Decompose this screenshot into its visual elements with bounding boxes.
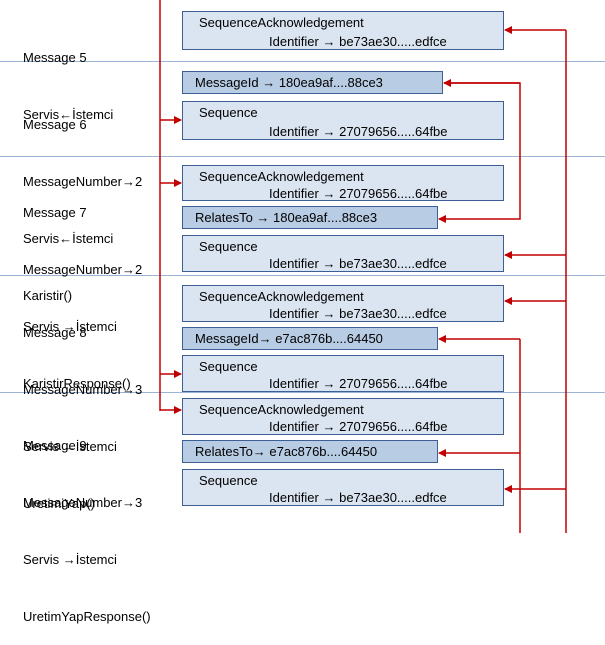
box-text: RelatesTo → 180ea9af....88ce3	[195, 210, 378, 225]
m7-relatesto-box: RelatesTo → 180ea9af....88ce3	[182, 206, 438, 229]
m6-messageid-box: MessageId → 180ea9af....88ce3	[182, 71, 443, 94]
label-line: KaristirResponse()	[23, 376, 131, 391]
separator	[0, 392, 605, 393]
box-identifier: Identifier → be73ae30.....edfce	[269, 490, 447, 505]
arrow-lines	[159, 0, 567, 533]
box-text: MessageId→ e7ac876b....64450	[195, 331, 383, 346]
messageid-relatesto-arrow-1	[438, 82, 521, 223]
label-line: Servis ←İstemci	[23, 439, 117, 454]
m8-messageid-box: MessageId→ e7ac876b....64450	[182, 327, 438, 350]
label-line: UretimiYap()	[23, 496, 95, 511]
m7-sequence-box: Sequence Identifier → be73ae30.....edfce	[182, 235, 504, 272]
box-identifier: Identifier → be73ae30.....edfce	[269, 34, 447, 49]
box-title: Sequence	[199, 239, 258, 254]
box-title: Sequence	[199, 105, 258, 120]
message-6-label: Message 6 MessageNumber→2 Servis←İstemci…	[23, 77, 142, 324]
m9-sequence-box: Sequence Identifier → be73ae30.....edfce	[182, 469, 504, 506]
m8-sequence-box: Sequence Identifier → 27079656.....64fbe	[182, 355, 504, 392]
m9-relatesto-box: RelatesTo→ e7ac876b....64450	[182, 440, 438, 463]
label-line: Message 5	[23, 50, 87, 65]
separator	[0, 275, 605, 276]
label-line: UretimYapResponse()	[23, 609, 151, 624]
message-8-label: Message 8 MessageNumber→3 Servis ←İstemc…	[23, 285, 142, 532]
separator	[0, 61, 605, 62]
box-identifier: Identifier → 27079656.....64fbe	[269, 419, 448, 434]
label-line: Message 8	[23, 325, 87, 340]
label-line: MessageNumber→3	[23, 495, 143, 510]
connector-arrows	[159, 0, 567, 533]
label-line: Karistir()	[23, 288, 73, 303]
label-line: Servis →İstemci	[23, 319, 117, 334]
label-line: Message 7	[23, 205, 87, 220]
label-line: Servis →İstemci	[23, 552, 117, 567]
box-identifier: Identifier → 27079656.....64fbe	[269, 186, 448, 201]
box-identifier: Identifier → be73ae30.....edfce	[269, 256, 447, 271]
m6-sequence-box: Sequence Identifier → 27079656.....64fbe	[182, 101, 504, 140]
box-text: MessageId → 180ea9af....88ce3	[195, 75, 383, 90]
box-title: SequenceAcknowledgement	[199, 402, 364, 417]
label-line: MessageNumber→2	[23, 262, 143, 277]
box-title: SequenceAcknowledgement	[199, 15, 364, 30]
box-title: SequenceAcknowledgement	[199, 169, 364, 184]
label-line: Message 6	[23, 117, 87, 132]
label-line: MessageNumber→3	[23, 382, 143, 397]
label-line: Servis←İstemci	[23, 107, 114, 122]
box-text: RelatesTo→ e7ac876b....64450	[195, 444, 378, 459]
box-title: SequenceAcknowledgement	[199, 289, 364, 304]
m7-sequence-ack-box: SequenceAcknowledgement Identifier → 270…	[182, 165, 504, 201]
box-identifier: Identifier → 27079656.....64fbe	[269, 376, 448, 391]
m5-sequence-ack-box: SequenceAcknowledgement Identifier → be7…	[182, 11, 504, 50]
box-identifier: Identifier → be73ae30.....edfce	[269, 306, 447, 321]
label-line: Message 9	[23, 438, 87, 453]
separator	[0, 156, 605, 157]
m9-sequence-ack-box: SequenceAcknowledgement Identifier → 270…	[182, 398, 504, 435]
box-identifier: Identifier → 27079656.....64fbe	[269, 124, 448, 139]
label-line: Servis←İstemci	[23, 231, 114, 246]
box-title: Sequence	[199, 473, 258, 488]
message-7-label: Message 7 MessageNumber→2 Servis →İstemc…	[23, 165, 142, 412]
box-title: Sequence	[199, 359, 258, 374]
m8-sequence-ack-box: SequenceAcknowledgement Identifier → be7…	[182, 285, 504, 322]
label-line: MessageNumber→2	[23, 174, 143, 189]
message-5-label: Message 5 Servis←İstemci	[23, 10, 113, 143]
